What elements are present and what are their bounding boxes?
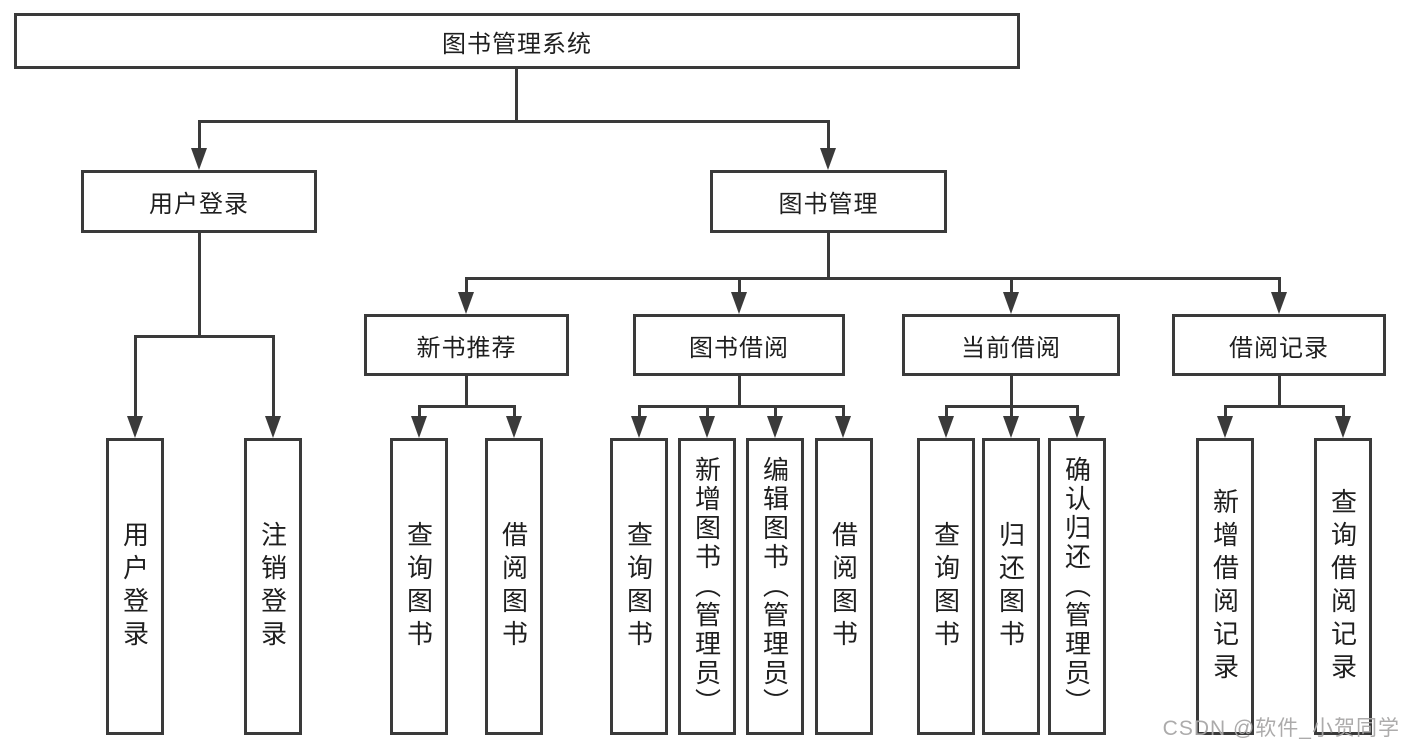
- node-current-borrowing: 当前借阅: [902, 314, 1120, 376]
- connector-records-stub: [1278, 376, 1281, 405]
- leaf-edit-books-admin: 编辑图书（管理员）: [746, 438, 804, 735]
- leaf-label: 查询图书: [930, 520, 961, 653]
- connector-book-mgmt-drop-1: [465, 277, 468, 292]
- leaf-return-books: 归还图书: [982, 438, 1040, 735]
- arrow-down-icon: [820, 148, 836, 170]
- node-library-management-system: 图书管理系统: [14, 13, 1020, 69]
- leaf-query-books-borrowing: 查询图书: [610, 438, 668, 735]
- node-book-management: 图书管理: [710, 170, 947, 233]
- leaf-confirm-return-admin: 确认归还（管理员）: [1048, 438, 1106, 735]
- connector-new-book-stub: [465, 376, 468, 405]
- connector-root-branch: [198, 120, 830, 123]
- connector-borrowing-stub: [738, 376, 741, 405]
- connector-borrowing-drop-2: [706, 405, 709, 416]
- leaf-label: 注销登录: [257, 520, 288, 653]
- leaf-label: 查询图书: [403, 520, 434, 653]
- leaf-user-login: 用户登录: [106, 438, 164, 735]
- leaf-borrow-books: 借阅图书: [815, 438, 873, 735]
- node-borrowing-records: 借阅记录: [1172, 314, 1386, 376]
- leaf-label: 借阅图书: [828, 520, 859, 653]
- leaf-label: 查询图书: [623, 520, 654, 653]
- connector-book-mgmt-stub: [827, 233, 830, 277]
- node-user-login: 用户登录: [81, 170, 317, 233]
- connector-root-stub: [515, 69, 518, 120]
- connector-user-login-drop-1: [134, 335, 137, 416]
- leaf-query-borrow-record: 查询借阅记录: [1314, 438, 1372, 735]
- arrow-down-icon: [1335, 416, 1351, 438]
- leaf-label: 借阅图书: [498, 520, 529, 653]
- connector-borrowing-branch: [638, 405, 845, 408]
- leaf-add-borrow-record: 新增借阅记录: [1196, 438, 1254, 735]
- connector-borrowing-drop-4: [842, 405, 845, 416]
- connector-borrowing-drop-1: [638, 405, 641, 416]
- arrow-down-icon: [938, 416, 954, 438]
- arrow-down-icon: [1003, 416, 1019, 438]
- leaf-query-books-recommend: 查询图书: [390, 438, 448, 735]
- arrow-down-icon: [835, 416, 851, 438]
- arrow-down-icon: [1069, 416, 1085, 438]
- connector-records-drop-1: [1224, 405, 1227, 416]
- leaf-label: 用户登录: [119, 520, 150, 653]
- arrow-down-icon: [191, 148, 207, 170]
- node-label: 新书推荐: [416, 334, 517, 362]
- arrow-down-icon: [1003, 292, 1019, 314]
- connector-borrowing-drop-3: [774, 405, 777, 416]
- arrow-down-icon: [458, 292, 474, 314]
- node-label: 用户登录: [149, 191, 249, 218]
- node-book-borrowing: 图书借阅: [633, 314, 845, 376]
- arrow-down-icon: [1271, 292, 1287, 314]
- connector-new-book-drop-2: [513, 405, 516, 416]
- connector-current-drop-3: [1076, 405, 1079, 416]
- node-new-book-recommendation: 新书推荐: [364, 314, 569, 376]
- arrow-down-icon: [631, 416, 647, 438]
- node-label: 当前借阅: [961, 334, 1061, 362]
- connector-user-login-stub: [198, 233, 201, 335]
- connector-root-drop-right: [827, 120, 830, 148]
- arrow-down-icon: [1217, 416, 1233, 438]
- leaf-borrow-books-recommend: 借阅图书: [485, 438, 543, 735]
- connector-book-mgmt-drop-3: [1010, 277, 1013, 292]
- leaf-label: 新增图书（管理员）: [691, 456, 722, 717]
- connector-user-login-drop-2: [272, 335, 275, 416]
- leaf-label: 确认归还（管理员）: [1061, 456, 1092, 717]
- connector-current-drop-1: [945, 405, 948, 416]
- connector-current-drop-2: [1010, 405, 1013, 416]
- arrow-down-icon: [265, 416, 281, 438]
- arrow-down-icon: [411, 416, 427, 438]
- node-label: 借阅记录: [1229, 334, 1329, 362]
- connector-new-book-branch: [418, 405, 515, 408]
- connector-records-branch: [1224, 405, 1344, 408]
- connector-records-drop-2: [1342, 405, 1345, 416]
- connector-book-mgmt-branch: [465, 277, 1281, 280]
- arrow-down-icon: [127, 416, 143, 438]
- leaf-label: 编辑图书（管理员）: [759, 456, 790, 717]
- connector-book-mgmt-drop-4: [1278, 277, 1281, 292]
- leaf-label: 查询借阅记录: [1327, 487, 1358, 686]
- leaf-add-books-admin: 新增图书（管理员）: [678, 438, 736, 735]
- node-label: 图书管理系统: [442, 30, 592, 58]
- arrow-down-icon: [767, 416, 783, 438]
- leaf-query-books-current: 查询图书: [917, 438, 975, 735]
- leaf-label: 归还图书: [995, 520, 1026, 653]
- connector-book-mgmt-drop-2: [738, 277, 741, 292]
- connector-new-book-drop-1: [418, 405, 421, 416]
- connector-current-stub: [1010, 376, 1013, 405]
- leaf-label: 新增借阅记录: [1209, 487, 1240, 686]
- arrow-down-icon: [731, 292, 747, 314]
- leaf-logout: 注销登录: [244, 438, 302, 735]
- csdn-watermark: CSDN @软件_小贺同学: [1162, 717, 1400, 740]
- node-label: 图书借阅: [689, 334, 789, 362]
- connector-root-drop-left: [198, 120, 201, 148]
- node-label: 图书管理: [778, 191, 879, 218]
- connector-user-login-branch: [134, 335, 274, 338]
- arrow-down-icon: [506, 416, 522, 438]
- arrow-down-icon: [699, 416, 715, 438]
